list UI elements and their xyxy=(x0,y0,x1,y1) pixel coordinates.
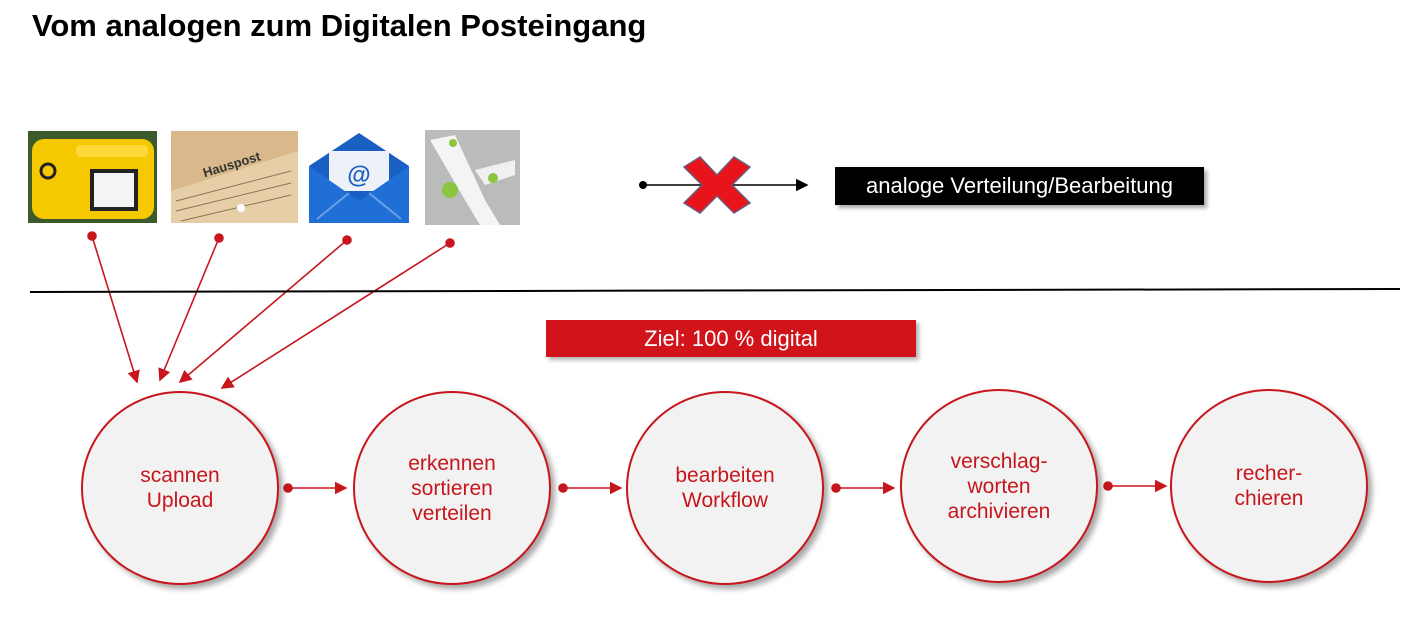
goal-banner: Ziel: 100 % digital xyxy=(546,320,916,357)
arrow-mailbox-to-scan xyxy=(91,235,140,384)
arrow-hauspost-to-scan xyxy=(158,237,220,382)
arrow-office-to-scan xyxy=(220,242,451,389)
cross-icon xyxy=(682,156,752,214)
internal-mail-folder-icon: Hauspost xyxy=(171,131,298,223)
step-research: recher-chieren xyxy=(1170,389,1368,583)
mailbox-icon xyxy=(28,131,157,223)
office-desk-icon xyxy=(425,130,520,225)
analog-distribution-label: analoge Verteilung/Bearbeitung xyxy=(835,167,1204,205)
email-envelope-icon: @ xyxy=(309,131,409,223)
page-title: Vom analogen zum Digitalen Posteingang xyxy=(32,8,647,43)
svg-text:@: @ xyxy=(347,162,370,189)
divider-line xyxy=(29,288,1401,293)
arrow-email-to-scan xyxy=(178,239,348,384)
